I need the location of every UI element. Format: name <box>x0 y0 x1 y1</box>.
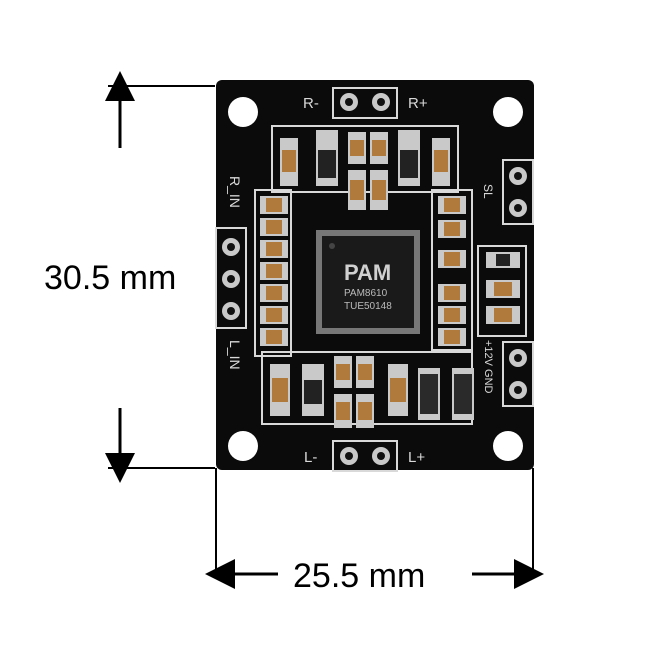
left-connector-outline <box>215 227 247 329</box>
mount-hole-tl <box>228 97 258 127</box>
bottom-components <box>270 356 474 428</box>
label-r-in: R_IN <box>227 176 243 208</box>
mount-hole-bl <box>228 431 258 461</box>
mount-hole-br <box>493 431 523 461</box>
label-l-minus: L- <box>304 449 317 466</box>
label-r-minus: R- <box>303 95 319 112</box>
label-sl: SL <box>481 184 495 199</box>
top-components <box>280 130 450 210</box>
chip-logo: PAM <box>344 260 391 285</box>
height-dimension-label: 30.5 mm <box>44 259 177 297</box>
width-dimension-label: 25.5 mm <box>293 557 426 595</box>
chip-code: TUE50148 <box>344 301 392 312</box>
label-r-plus: R+ <box>408 95 428 112</box>
bottom-connector-outline <box>332 440 398 472</box>
label-power: +12V GND <box>482 340 494 394</box>
label-l-in: L_IN <box>227 340 243 370</box>
amplifier-chip: PAM PAM8610 TUE50148 <box>316 230 420 334</box>
power-connector-outline <box>502 341 534 407</box>
mount-hole-tr <box>493 97 523 127</box>
label-l-plus: L+ <box>408 449 425 466</box>
left-components <box>260 196 288 346</box>
chip-part: PAM8610 <box>344 288 388 299</box>
right-components <box>438 196 520 346</box>
sl-connector-outline <box>502 159 534 225</box>
top-connector-outline <box>332 87 398 119</box>
